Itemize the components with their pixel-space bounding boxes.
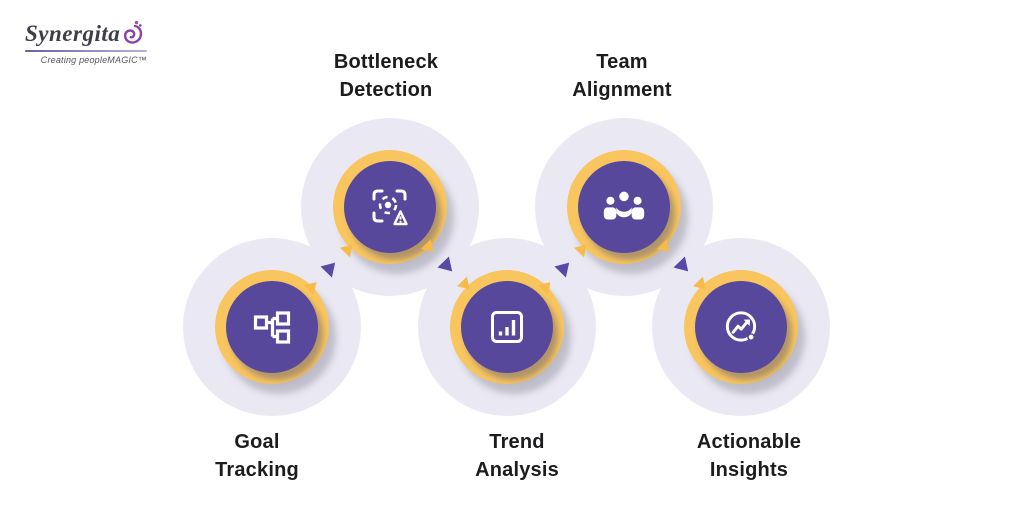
connector-trend-to-team xyxy=(536,237,595,297)
node-circle xyxy=(226,281,318,373)
label-bottleneck-detection: Bottleneck Detection xyxy=(276,48,496,104)
arrow-triangle-yellow-icon xyxy=(692,276,706,290)
label-goal-tracking: Goal Tracking xyxy=(147,428,367,484)
arrow-triangle-yellow-icon xyxy=(420,239,434,252)
node-ring xyxy=(684,270,798,384)
trend-up-circle-icon xyxy=(725,311,757,342)
arrow-triangle-purple-icon xyxy=(437,256,453,272)
label-line: Analysis xyxy=(475,459,559,481)
arrow-triangle-purple-icon xyxy=(320,262,336,278)
label-line: Insights xyxy=(709,459,789,481)
node-actionable-insights xyxy=(684,270,798,384)
arrow-triangle-yellow-icon xyxy=(339,244,353,258)
node-goal-tracking xyxy=(215,270,329,384)
team-icon xyxy=(603,191,645,220)
label-line: Tracking xyxy=(215,459,299,481)
arrow-triangle-yellow-icon xyxy=(303,282,317,295)
flowchart-icon xyxy=(253,311,291,344)
label-line: Bottleneck xyxy=(333,51,439,73)
label-line: Team xyxy=(596,51,648,73)
label-trend-analysis: Trend Analysis xyxy=(407,428,627,484)
arrow-triangle-yellow-icon xyxy=(456,276,470,290)
label-line: Goal xyxy=(234,431,280,453)
label-line: Detection xyxy=(339,79,433,101)
brand-name: Synergita xyxy=(25,21,121,46)
node-ring xyxy=(567,150,681,264)
node-trend-analysis xyxy=(450,270,564,384)
node-ring xyxy=(215,270,329,384)
arrow-triangle-yellow-icon xyxy=(656,239,670,252)
synergita-logo: Synergita Creating peopleMAGIC™ xyxy=(25,20,157,65)
brand-tagline: Creating peopleMAGIC™ xyxy=(40,55,147,65)
arrow-triangle-purple-icon xyxy=(554,262,570,278)
arrow-triangle-purple-icon xyxy=(673,256,689,272)
scan-alert-icon xyxy=(372,189,408,226)
arrow-triangle-yellow-icon xyxy=(537,282,551,295)
node-circle xyxy=(578,161,670,253)
node-circle xyxy=(461,281,553,373)
label-actionable-insights: Actionable Insights xyxy=(639,428,859,484)
connector-bottleneck-to-trend xyxy=(419,237,478,297)
connector-team-to-actionable xyxy=(655,237,714,297)
label-team-alignment: Team Alignment xyxy=(512,48,732,104)
connector-goal-to-bottleneck xyxy=(302,237,361,297)
label-line: Actionable xyxy=(696,431,802,453)
arrow-triangle-yellow-icon xyxy=(573,244,587,258)
logo-divider xyxy=(25,50,147,52)
swirl-logo-icon xyxy=(124,20,143,44)
node-team-alignment xyxy=(567,150,681,264)
node-circle xyxy=(695,281,787,373)
node-ring xyxy=(450,270,564,384)
node-circle xyxy=(344,161,436,253)
bar-chart-icon xyxy=(491,311,523,343)
label-line: Trend xyxy=(489,431,545,453)
label-line: Alignment xyxy=(572,79,672,101)
